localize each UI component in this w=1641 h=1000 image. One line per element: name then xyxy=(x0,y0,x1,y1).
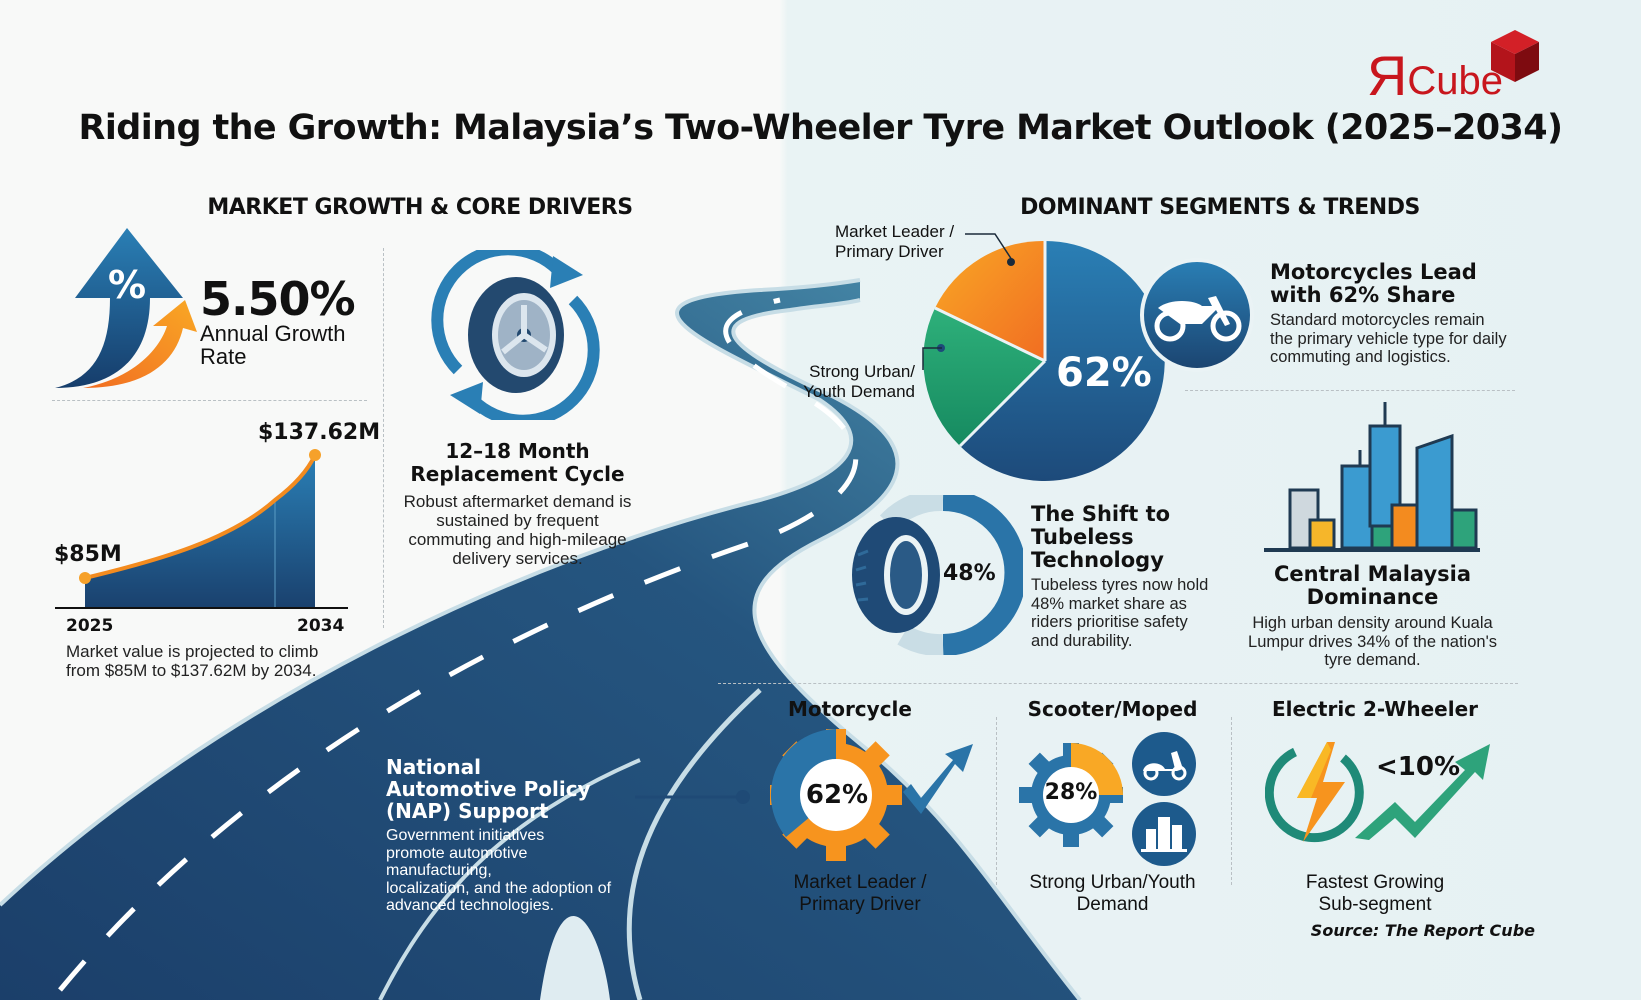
divider xyxy=(1185,390,1515,391)
tubeless-title: The Shift to Tubeless Technology xyxy=(1031,502,1171,572)
divider xyxy=(996,717,997,885)
segment-motorcycle-name: Motorcycle xyxy=(788,697,912,721)
chart-end-value: $137.62M xyxy=(258,420,381,445)
divider xyxy=(383,248,384,628)
logo-glyph: Я xyxy=(1366,44,1408,107)
gear-icon xyxy=(770,729,902,861)
pie-leader-lines xyxy=(922,347,942,370)
connector-line xyxy=(635,790,750,804)
tubeless-body: Tubeless tyres now hold 48% market share… xyxy=(1031,576,1209,650)
segment-electric-caption: Fastest Growing Sub-segment xyxy=(1305,872,1445,915)
right-section-heading: DOMINANT SEGMENTS & TRENDS xyxy=(1020,195,1420,220)
replacement-body: Robust aftermarket demand is sustained b… xyxy=(403,492,632,568)
segment-scooter-name: Scooter/Moped xyxy=(1027,697,1198,721)
motorcycles-body: Standard motorcycles remain the primary … xyxy=(1270,311,1507,366)
red-cube-icon xyxy=(1491,30,1539,82)
pie-label-urban-youth: Strong Urban/ Youth Demand xyxy=(803,362,915,401)
trend-up-arrow-icon xyxy=(903,744,973,814)
growth-rate-label: Annual Growth Rate xyxy=(200,321,346,369)
segment-electric-value: <10% xyxy=(1376,752,1461,782)
brand-logo: Я Cube xyxy=(1367,28,1541,106)
gear-icon xyxy=(1019,743,1123,847)
lightning-icon xyxy=(1265,742,1364,843)
pie-leader-lines xyxy=(965,233,1013,261)
segment-scooter-value: 28% xyxy=(1044,780,1098,805)
percent-up-arrow-icon: % xyxy=(55,228,197,388)
growth-rate-value: 5.50% xyxy=(200,272,356,326)
chart-start-year: 2025 xyxy=(66,616,114,636)
tyre-icon xyxy=(852,495,1023,655)
chart-end-year: 2034 xyxy=(297,616,345,636)
divider xyxy=(1231,717,1232,885)
central-body: High urban density around Kuala Lumpur d… xyxy=(1248,614,1497,669)
left-section-heading: MARKET GROWTH & CORE DRIVERS xyxy=(207,195,633,220)
segment-motorcycle-caption: Market Leader / Primary Driver xyxy=(793,872,927,915)
source-credit: Source: The Report Cube xyxy=(1310,921,1535,940)
segment-electric-name: Electric 2-Wheeler xyxy=(1271,697,1479,721)
scooter-icon xyxy=(1132,732,1196,796)
chart-caption: Market value is projected to climb from … xyxy=(66,642,319,680)
logo-text: Cube xyxy=(1407,59,1503,103)
segment-scooter-caption: Strong Urban/Youth Demand xyxy=(1029,872,1196,915)
divider xyxy=(718,683,1518,684)
page-title: Riding the Growth: Malaysia’s Two-Wheele… xyxy=(78,108,1564,148)
chart-start-value: $85M xyxy=(54,542,122,567)
replacement-title: 12–18 Month Replacement Cycle xyxy=(410,439,625,486)
trend-up-arrow-icon xyxy=(1355,744,1490,840)
nap-title: National Automotive Policy (NAP) Support xyxy=(386,755,591,823)
pie-center-label: 62% xyxy=(1056,350,1152,396)
segment-motorcycle-value: 62% xyxy=(805,780,869,810)
market-value-area-chart xyxy=(55,449,348,609)
city-skyline-icon xyxy=(1264,402,1480,552)
tubeless-value: 48% xyxy=(943,561,996,586)
pie-label-market-leader: Market Leader / Primary Driver xyxy=(835,222,955,261)
central-title: Central Malaysia Dominance xyxy=(1273,562,1472,609)
divider xyxy=(52,400,367,401)
vehicle-share-pie-chart xyxy=(923,240,1165,481)
city-icon xyxy=(1132,802,1196,866)
svg-text:%: % xyxy=(108,263,146,307)
nap-body: Government initiatives promote automotiv… xyxy=(386,827,612,914)
tyre-cycle-icon xyxy=(431,250,600,420)
motorcycle-icon xyxy=(1140,258,1254,372)
motorcycles-title: Motorcycles Lead with 62% Share xyxy=(1270,260,1477,307)
